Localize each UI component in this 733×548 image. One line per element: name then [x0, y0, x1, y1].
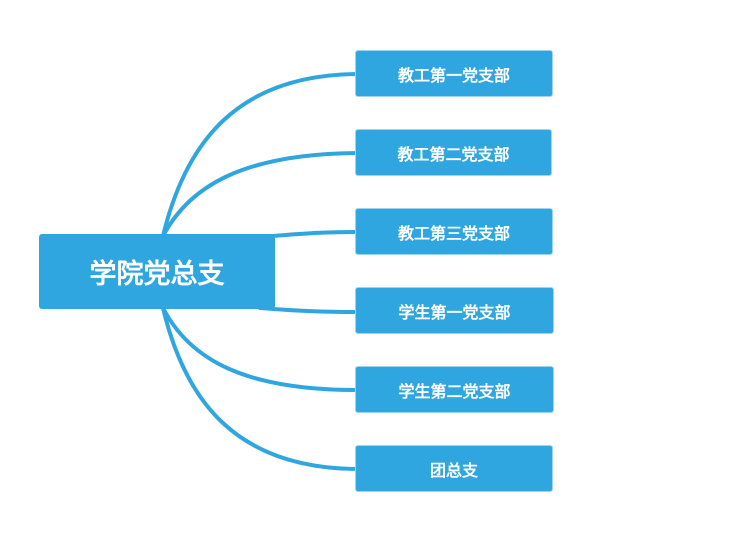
connector-3 — [270, 230, 359, 238]
root-node[interactable]: 学院党总支 — [39, 234, 275, 309]
branch-node-student-2[interactable]: 学生第二党支部 — [355, 366, 554, 413]
branch-node-label: 团总支 — [429, 460, 478, 480]
branch-node-faculty-1[interactable]: 教工第一党支部 — [355, 50, 553, 97]
branch-node-label: 学生第二党支部 — [398, 381, 511, 401]
connector-1 — [161, 72, 359, 238]
branch-node-label: 教工第三党支部 — [397, 223, 510, 243]
connector-2 — [161, 151, 359, 238]
connector-6 — [161, 306, 359, 471]
root-node-label: 学院党总支 — [89, 259, 225, 290]
connector-4 — [258, 306, 359, 314]
branch-node-student-1[interactable]: 学生第一党支部 — [355, 287, 554, 334]
branch-node-label: 学生第一党支部 — [398, 302, 511, 322]
branch-node-label: 教工第一党支部 — [397, 65, 510, 85]
branch-node-faculty-3[interactable]: 教工第三党支部 — [355, 208, 553, 255]
branch-node-label: 教工第二党支部 — [397, 144, 510, 164]
branch-node-faculty-2[interactable]: 教工第二党支部 — [355, 129, 552, 176]
branch-node-youth-league[interactable]: 团总支 — [355, 445, 553, 492]
connector-5 — [161, 306, 359, 392]
